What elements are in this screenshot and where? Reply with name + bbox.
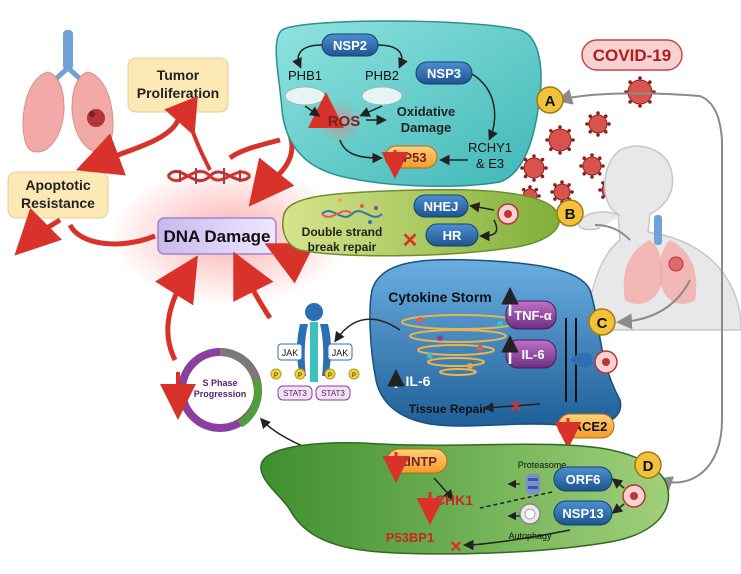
panel-c-virus-icon [594,350,618,374]
tissue-repair-cross: ✕ [509,399,522,416]
dashed-inhibition-line [479,491,553,509]
nhej-label: NHEJ [424,199,459,214]
tnf-box [505,300,557,330]
panel-b-virus-icon [497,203,519,225]
tumor-proliferation-box: Tumor Proliferation [127,57,229,113]
repair-inhibited-cross: ✕ [402,230,419,252]
virus-particle [520,154,548,182]
resistance-label: Resistance [21,195,95,211]
red-arrow-dna-left [67,223,156,247]
orf6-label: ORF6 [566,472,601,487]
phospho-2: P [298,373,302,379]
hr-box [425,223,479,247]
dntp-label: dNTP [403,454,437,469]
nsp3-label: NSP3 [427,66,461,81]
proteasome-icon [526,474,540,494]
virus-particle [624,76,656,108]
panel-c: Cytokine Storm IL-6 TNF-α IL-6 [334,258,622,449]
gray-arrow-to-b [594,224,631,241]
panel-d-virus-icon [622,484,646,508]
proteasome-label: Proteasome [518,460,567,470]
virus-particle [545,125,575,155]
phospho-4: P [352,373,356,379]
panel-b: Double strand break repair ✕ NHEJ HR [282,188,560,257]
marker-a: A [536,86,564,114]
nsp3-box [415,61,473,85]
apoptotic-label: Apoptotic [25,177,91,193]
damage-label: Damage [401,120,452,135]
virus-particle [579,153,605,179]
gray-arrow-to-c [616,279,691,330]
hr-label: HR [443,228,462,243]
marker-d-label: D [643,458,654,475]
gray-arrow-to-a [556,89,701,105]
stat3-right-label: STAT3 [321,389,345,398]
il6-free-label: IL-6 [406,373,431,389]
panel-a: NSP2 PHB1 PHB2 NSP3 ROS Oxidative Damage… [275,20,542,187]
virus-particle [585,111,611,137]
il6-box-label: IL-6 [521,347,544,362]
nsp2-label: NSP2 [333,38,367,53]
phospho-3: P [328,373,332,379]
red-arrow-jak-to-dna [233,251,274,320]
break-repair-label: break repair [308,240,377,254]
dna-damage-label: DNA Damage [163,227,270,246]
tumor-label: Tumor [157,67,200,83]
marker-c: C [588,308,616,336]
p53bp1-cross: ✕ [449,539,462,556]
phb2-mito-icon [361,86,403,106]
cytokine-storm-label: Cytokine Storm [388,289,491,305]
apoptotic-resistance-box: Apoptotic Resistance [7,171,109,219]
covid-title-badge: COVID-19 [581,39,683,71]
red-arrow-panel-b-to-dna [264,243,315,284]
jak-left-label: JAK [282,348,299,358]
stat3-left-label: STAT3 [283,389,307,398]
phb1-label: PHB1 [288,68,322,83]
autophagy-icon [519,503,541,525]
phb1-mito-icon [284,86,326,106]
double-strand-label: Double strand [302,225,383,239]
marker-b: B [556,199,584,227]
marker-d: D [634,451,662,479]
jak-right-label: JAK [332,348,349,358]
human-figure-icon [578,145,741,331]
red-arrow-left-out [14,207,63,256]
s-phase-label: S Phase [202,378,237,388]
panel-d: dNTP CHK1 P53BP1 ✕ Proteasome Autophagy … [260,442,670,556]
tissue-repair-label: Tissue Repair [409,402,488,416]
p53-label: P53 [403,150,426,165]
red-arrow-tumor-up [164,96,212,171]
lung-tumor-icon [22,30,114,153]
marker-a-label: A [545,93,556,110]
marker-c-label: C [597,315,608,332]
covid-title: COVID-19 [593,46,671,65]
progression-label: Progression [194,389,247,399]
proliferation-label: Proliferation [137,85,219,101]
nhej-box [413,194,469,218]
gray-arrow-to-d [656,95,723,492]
e3-label: & E3 [476,156,504,171]
phospho-1: P [274,373,278,379]
broken-dna-icon [321,198,383,224]
virus-particle [550,180,574,204]
red-arrow-sphase-to-dna [155,255,198,362]
ace2-label: ACE2 [573,419,608,434]
rchy1-label: RCHY1 [468,140,512,155]
ros-label: ROS [328,113,361,130]
marker-b-label: B [565,206,576,223]
ace2-receptor-icon [565,318,592,402]
tnf-label: TNF-α [514,308,552,323]
p53bp1-label: P53BP1 [386,530,434,545]
dna-damage-box: DNA Damage [157,217,277,255]
red-arrow-to-panel-a [228,137,281,161]
phb2-label: PHB2 [365,68,399,83]
chk1-label: CHK1 [435,492,473,508]
nsp13-label: NSP13 [562,506,603,521]
autophagy-label: Autophagy [508,531,552,541]
jak-stat-receptor-icon: JAK JAK P P P P STAT3 STAT3 [270,303,360,401]
s-phase-cycle-icon: S Phase Progression [178,348,262,432]
oxidative-label: Oxidative [397,104,456,119]
dna-helix-icon [166,168,252,184]
